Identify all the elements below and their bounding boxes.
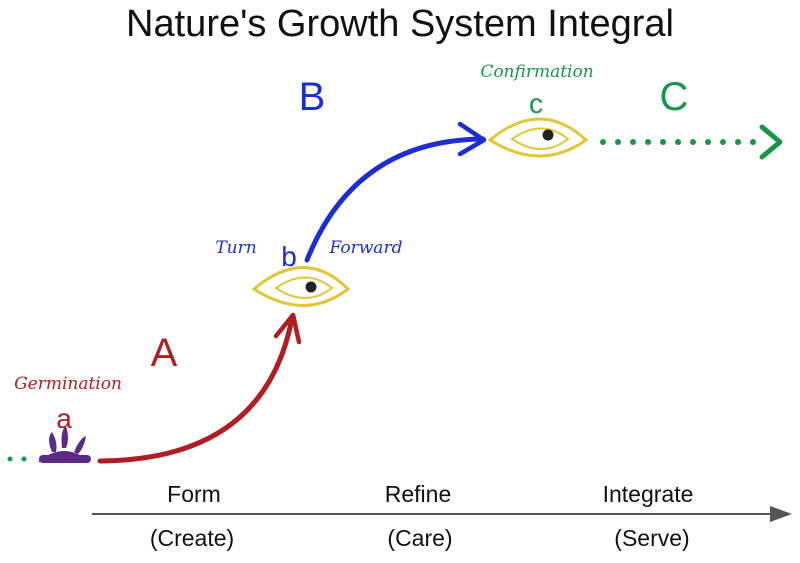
phase-c-letter: C	[660, 75, 689, 119]
stage-b-label-left: Turn	[215, 238, 256, 258]
phase-b-curve	[304, 136, 486, 263]
stage-c-letter: c	[529, 88, 543, 119]
leading-dots	[7, 456, 27, 462]
eye-c-icon	[487, 117, 589, 158]
axis-label-serve: (Serve)	[614, 525, 689, 551]
page-title: Nature's Growth System Integral	[126, 3, 674, 45]
phase-a-curve	[97, 315, 295, 464]
sprout-icon	[38, 426, 91, 463]
axis-label-care: (Care)	[387, 525, 452, 551]
phase-a-letter: A	[151, 331, 178, 375]
stage-a-letter: a	[56, 403, 72, 434]
stage-a-label: Germination	[14, 374, 122, 394]
phase-b-arrowhead	[457, 121, 487, 157]
phase-c-arrowhead	[759, 124, 783, 160]
phase-a-arrowhead	[273, 312, 302, 345]
phase-c-dotted-line	[600, 139, 756, 145]
axis-label-refine: Refine	[385, 481, 451, 507]
stage-c-label: Confirmation	[480, 62, 593, 82]
axis-arrowhead	[770, 506, 792, 522]
stage-b-label-right: Forward	[329, 238, 403, 258]
stage-b-letter: b	[281, 241, 297, 272]
axis-label-form: Form	[167, 481, 221, 507]
eye-b-icon	[251, 266, 351, 307]
axis-label-integrate: Integrate	[603, 481, 694, 507]
axis-label-create: (Create)	[150, 525, 234, 551]
phase-b-letter: B	[299, 75, 326, 119]
